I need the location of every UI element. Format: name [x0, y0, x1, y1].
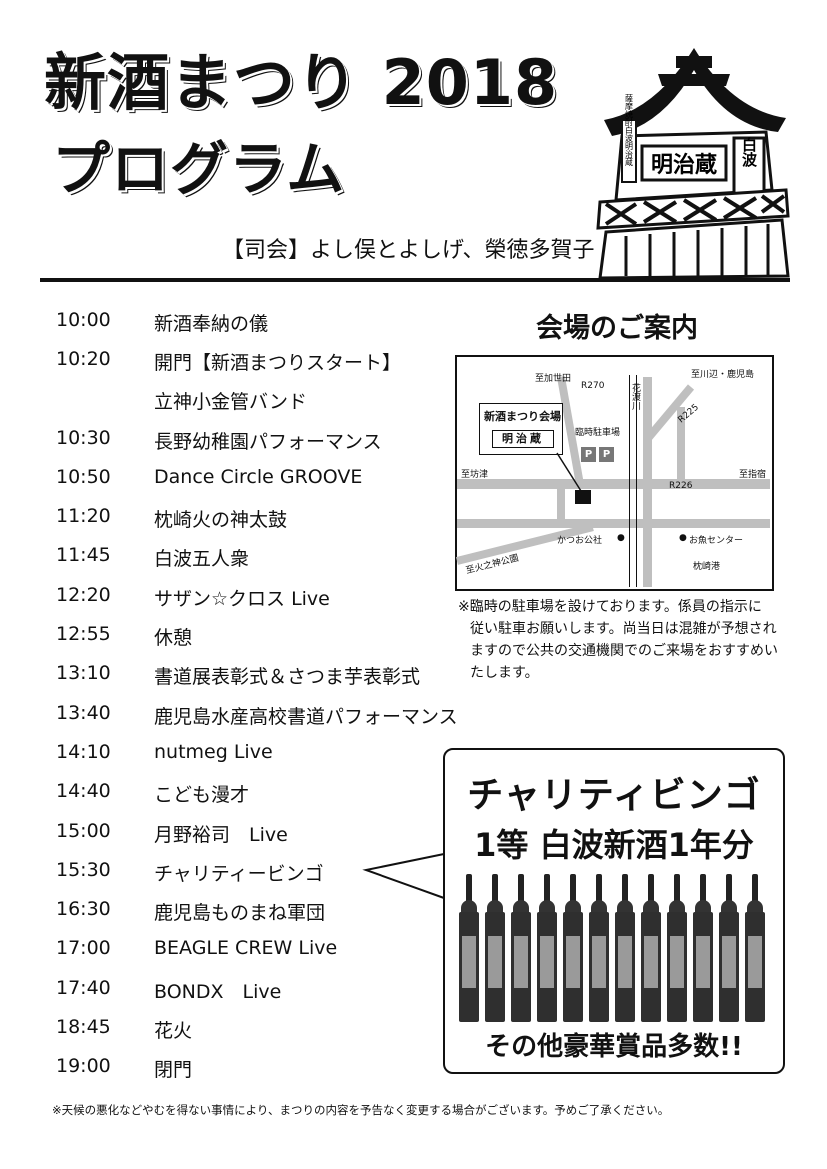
schedule-time: 10:20 [56, 348, 111, 370]
schedule-event: 鹿児島水産高校書道パフォーマンス [154, 706, 458, 728]
sake-bottle [459, 874, 479, 1022]
building-main-sign: 明治蔵 [651, 152, 717, 178]
schedule-time: 14:10 [56, 741, 111, 763]
schedule-event: 開門【新酒まつりスタート】 [154, 352, 402, 374]
sake-bottle [537, 874, 557, 1022]
schedule-time: 19:00 [56, 1055, 111, 1077]
sake-bottles [459, 872, 769, 1022]
schedule-time: 12:20 [56, 584, 111, 606]
map-label-r226: R226 [669, 481, 693, 491]
sake-bottle [641, 874, 661, 1022]
schedule-event: BEAGLE CREW Live [154, 937, 338, 959]
road-east [677, 407, 685, 487]
parking-note-rest: 従い駐車お願いします。尚当日は混雑が予想されますので公共の交通機関でのご来場をお… [470, 621, 778, 681]
venue-guide-heading: 会場のご案内 [536, 313, 698, 344]
schedule-time: 10:30 [56, 427, 111, 449]
schedule-event: 閉門 [154, 1059, 193, 1081]
schedule-event: nutmeg Live [154, 741, 273, 763]
map-label-r270: R270 [581, 381, 605, 391]
schedule-time: 13:10 [56, 662, 111, 684]
schedule-event: 白波五人衆 [154, 548, 250, 570]
bingo-title: チャリティビンゴ [467, 775, 761, 816]
schedule-time: 18:45 [56, 1016, 111, 1038]
venue-callout: 新酒まつり会場 明治蔵 [479, 403, 563, 455]
bingo-speech-pointer [362, 853, 450, 899]
map-label-to-kasedaka: 至加世田 [535, 374, 572, 384]
schedule-event: 鹿児島ものまね軍団 [154, 902, 326, 924]
schedule-event: チャリティービンゴ [154, 863, 324, 885]
schedule-time: 16:30 [56, 898, 111, 920]
sake-bottle [511, 874, 531, 1022]
venue-brand: 明治蔵 [492, 430, 554, 448]
schedule-time: 17:00 [56, 937, 111, 959]
map-label-osakana-center: お魚センター [689, 536, 744, 546]
map-label-makurazaki-port: 枕崎港 [693, 562, 721, 572]
schedule-event: サザン☆クロス Live [154, 588, 330, 610]
sake-bottle [693, 874, 713, 1022]
parking-note-first-line: ※臨時の駐車場を設けております。係員の指示に [458, 599, 762, 615]
schedule-time: 11:45 [56, 544, 111, 566]
bingo-first-prize: 1等 白波新酒1年分 [474, 826, 754, 864]
map-label-katsuo-kosha: かつお公社 [557, 536, 603, 546]
header-divider [40, 278, 790, 282]
sake-bottle [589, 874, 609, 1022]
sake-bottle [745, 874, 765, 1022]
host-info: 【司会】よし俣とよしげ、榮徳多賀子 [222, 238, 595, 263]
road-short [557, 487, 565, 527]
schedule-time: 10:00 [56, 309, 111, 331]
schedule-event: 書道展表彰式＆さつま芋表彰式 [154, 666, 421, 688]
meijigura-building-illustration: 薩摩焼酎白波明治蔵 明治蔵 白波 [596, 48, 790, 280]
marker-dot: ● [679, 533, 687, 543]
map-label-hanawatari: 花渡川 [630, 383, 640, 410]
road-vertical-main [643, 377, 652, 587]
sake-bottle [485, 874, 505, 1022]
map-label-to-bonotsu: 至坊津 [461, 470, 489, 480]
map-label-to-ibusuki: 至指宿 [739, 470, 767, 480]
schedule-time: 14:40 [56, 780, 111, 802]
schedule-event: 花火 [154, 1020, 193, 1042]
schedule-time: 12:55 [56, 623, 111, 645]
river-hanawatari [629, 375, 637, 587]
venue-map: 至加世田 R270 花渡川 至川辺・鹿児島 R225 臨時駐車場 P P 至坊津… [455, 355, 774, 591]
map-label-to-kawanabe: 至川辺・鹿児島 [691, 370, 755, 380]
schedule-event: 枕崎火の神太鼓 [154, 509, 288, 531]
schedule-time: 15:30 [56, 859, 111, 881]
schedule-event: Dance Circle GROOVE [154, 466, 363, 488]
venue-location-marker [575, 490, 591, 504]
schedule-time: 11:20 [56, 505, 111, 527]
schedule-time: 13:40 [56, 702, 111, 724]
schedule-event: こども漫才 [154, 784, 250, 806]
schedule-event: 休憩 [154, 627, 193, 649]
footer-disclaimer: ※天候の悪化などやむを得ない事情により、まつりの内容を予告なく変更する場合がござ… [52, 1103, 670, 1117]
program-title-line1: 新酒まつり 2018 [44, 46, 559, 119]
schedule-time: 15:00 [56, 820, 111, 842]
charity-bingo-panel: チャリティビンゴ 1等 白波新酒1年分 その他豪華賞品多数!! [443, 748, 785, 1074]
schedule-time: 17:40 [56, 977, 111, 999]
bingo-other-prizes: その他豪華賞品多数!! [485, 1032, 743, 1062]
schedule-time: 10:50 [56, 466, 111, 488]
sake-bottle [667, 874, 687, 1022]
schedule-event: 長野幼稚園パフォーマンス [154, 431, 382, 453]
schedule-event: 新酒奉納の儀 [154, 313, 269, 335]
schedule-event: 月野裕司 Live [154, 824, 288, 846]
sake-bottle [719, 874, 739, 1022]
building-vertical-sign: 薩摩焼酎白波明治蔵 [625, 93, 634, 167]
map-label-temp-parking: 臨時駐車場 [575, 428, 621, 438]
road-lower [457, 519, 770, 528]
road-r226 [457, 479, 770, 489]
parking-note: ※臨時の駐車場を設けております。係員の指示に 従い駐車お願いします。尚当日は混雑… [458, 596, 778, 684]
schedule-event: BONDX Live [154, 981, 282, 1003]
building-side-sign: 白波 [740, 136, 758, 168]
callout-pointer [556, 452, 582, 492]
marker-dot: ● [617, 533, 625, 543]
sake-bottle [615, 874, 635, 1022]
parking-marker: P [581, 447, 596, 462]
schedule-event: 立神小金管バンド [154, 391, 307, 413]
venue-name: 新酒まつり会場 [484, 410, 561, 423]
parking-marker: P [599, 447, 614, 462]
sake-bottle [563, 874, 583, 1022]
program-title-line2: プログラム [52, 135, 346, 203]
